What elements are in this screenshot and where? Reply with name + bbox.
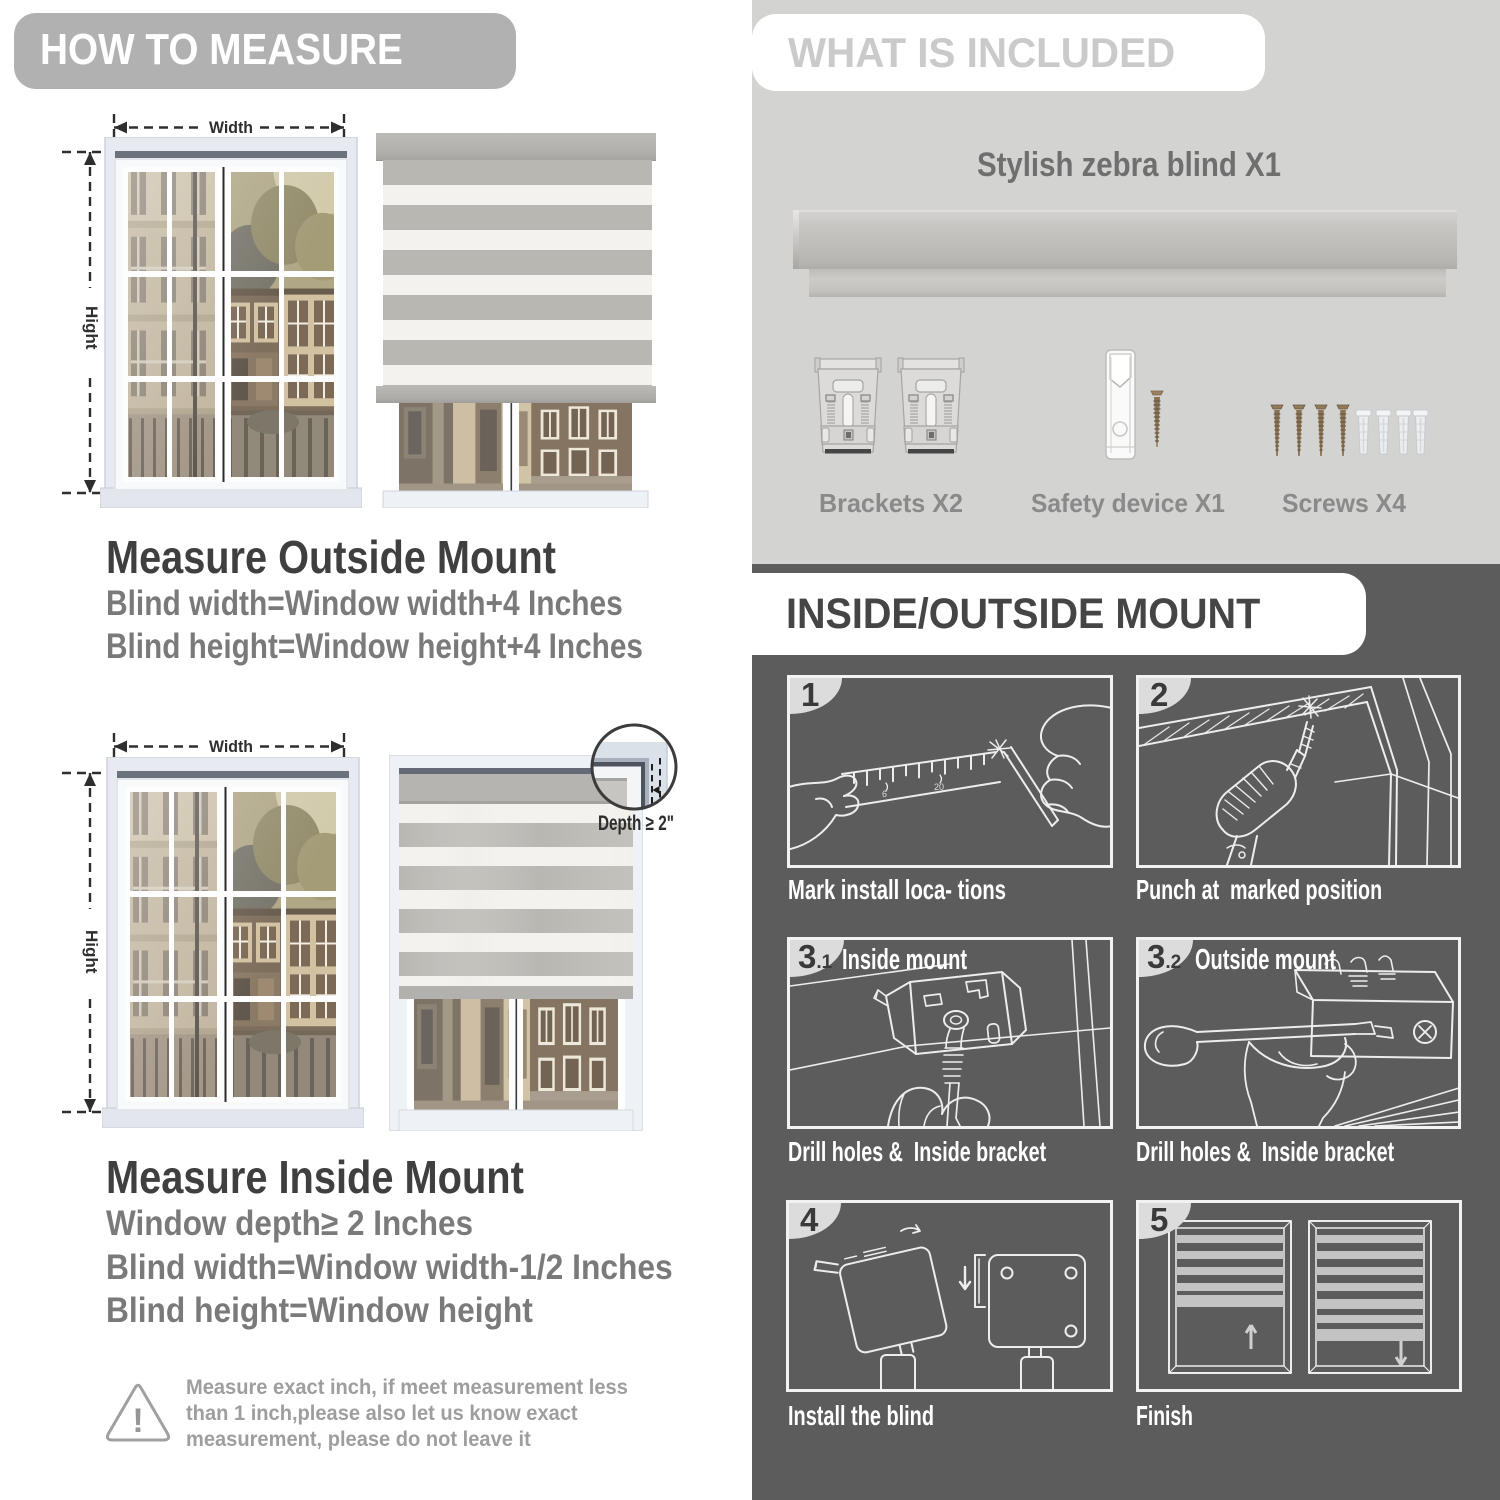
svg-text:20: 20 bbox=[934, 782, 944, 792]
svg-text:6: 6 bbox=[882, 789, 887, 799]
svg-text:!: ! bbox=[132, 1402, 143, 1440]
